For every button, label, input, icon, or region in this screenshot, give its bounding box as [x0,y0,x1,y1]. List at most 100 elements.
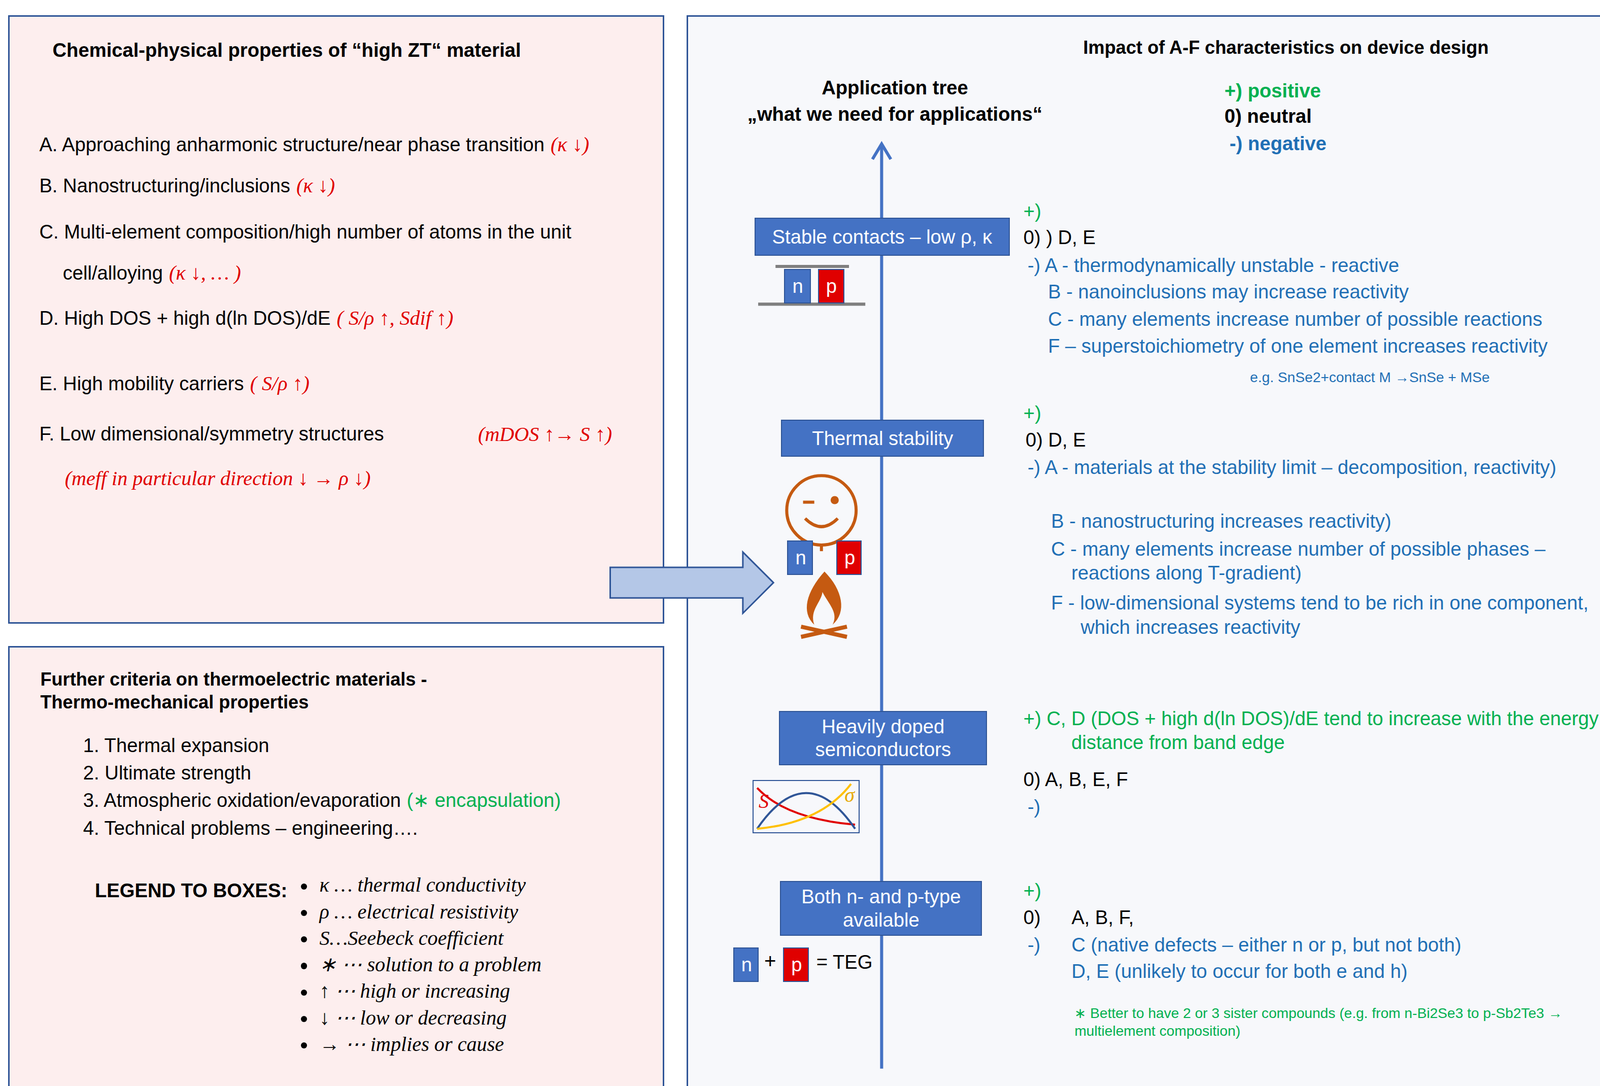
legend-row: ↑ ⋯ high or increasing [300,978,510,1004]
chart-icon: Sσ [752,779,860,834]
property-item: F. Low dimensional/symmetry structures [39,422,384,445]
legend-text: → ⋯ implies or cause [319,1032,504,1056]
annotation: +) [1023,400,1042,426]
annotation: 0) D, E [1025,427,1086,453]
annotation: +) positive [1224,78,1321,104]
property-item: A. Approaching anharmonic structure/near… [39,133,545,156]
text-row: 3. Atmospheric oxidation/evaporation(∗ e… [83,788,561,813]
tree-box: Heavily doped semiconductors [778,710,987,766]
box-label: n [792,275,803,298]
criteria-item: 2. Ultimate strength [83,761,252,784]
annotation: C - many elements increase number of pos… [1047,307,1543,332]
effect-note: ( S/ρ ↑) [250,371,310,395]
tree-box: Thermal stability [780,419,984,457]
text-row: D. High DOS + high d(ln DOS)/dE( S/ρ ↑, … [39,305,454,331]
pf-curve [757,793,856,829]
box-label: Heavily doped semiconductors [787,715,979,762]
legend-text: ∗ ⋯ solution to a problem [319,952,542,976]
legend-text: ↓ ⋯ low or decreasing [319,1006,507,1030]
text-row: Chemical-physical properties of “high ZT… [52,38,522,63]
tree-axis [879,145,883,1069]
annotation: „what we need for applications“ [741,101,1048,127]
tree-box: Both n- and p-type available [779,880,982,936]
legend-bullet [300,962,308,969]
tree-box: Stable contacts – low ρ, κ [754,217,1010,256]
legend-text: S…Seebeck coefficient [319,926,504,950]
legend-text: ρ … electrical resistivity [319,900,519,924]
text-row: A. Approaching anharmonic structure/near… [39,131,590,158]
tree-arrowhead [872,144,891,160]
annotation: e.g. SnSe2+contact M →SnSe + MSe [1249,368,1490,387]
text-row: E. High mobility carriers( S/ρ ↑) [39,370,310,397]
criteria-item: 1. Thermal expansion [83,734,270,757]
text-row: Further criteria on thermoelectric mater… [40,667,490,714]
box-label: p [826,275,837,298]
effect-note: (mDOS ↑→ S ↑) [478,422,612,446]
sigma-curve [757,784,851,829]
annotation: +) C, D (DOS + high d(ln DOS)/dE tend to… [1023,706,1600,756]
panel-title: Further criteria on thermoelectric mater… [40,668,427,713]
n-leg: n [784,268,811,304]
annotation: F - low-dimensional systems tend to be r… [1050,590,1600,640]
text-row: 4. Technical problems – engineering…. [83,815,418,841]
effect-note: (meff in particular direction ↓ → ρ ↓) [64,466,371,490]
annotation: -) A - materials at the stability limit … [1027,455,1600,480]
annotation: F – superstoichiometry of one element in… [1047,333,1548,359]
legend-text: ↑ ⋯ high or increasing [319,979,510,1003]
log [801,626,847,637]
effect-note: (κ ↓, … ) [168,261,242,285]
annotation: 0) A, B, E, F [1023,767,1129,792]
box-label: Thermal stability [811,426,953,451]
annotation: 0) neutral [1224,104,1312,129]
annotation: A, B, F, [1071,905,1134,930]
neck [820,545,824,552]
effect-note: ( S/ρ ↑, Sdif ↑) [336,306,454,330]
annotation: D, E (unlikely to occur for both e and h… [1071,959,1408,984]
box-label: p [791,953,801,976]
panel-title: Chemical-physical properties of “high ZT… [52,39,522,61]
contact-plate-top [775,264,849,268]
text-row: B. Nanostructuring/inclusions(κ ↓) [39,173,335,199]
legend-row: ρ … electrical resistivity [300,899,519,925]
annotation: +) [1023,198,1042,224]
effect-note: (κ ↓) [550,132,590,156]
legend-row: ↓ ⋯ low or decreasing [300,1005,507,1031]
annotation: C (native defects – either n or p, but n… [1071,932,1461,958]
legend-row: S…Seebeck coefficient [300,925,504,951]
smile [805,518,838,527]
box-label: n [741,953,751,976]
criteria-item: 4. Technical problems – engineering…. [83,816,418,839]
annotation: 0) [1023,905,1041,930]
annotation: ∗ Better to have 2 or 3 sister compounds… [1074,1004,1564,1040]
annotation: -) [1027,932,1041,958]
n-leg: n [733,947,759,982]
legend-bullet [300,909,308,916]
sigma-symbol: σ [844,783,855,807]
properties-panel: Chemical-physical properties of “high ZT… [8,15,665,624]
annotation: -) A - thermodynamically unstable - reac… [1027,253,1400,278]
legend-row: κ … thermal conductivity [300,872,526,898]
annotation: +) [1023,878,1042,903]
box-label: p [844,546,854,569]
contact-plate-bottom [758,302,866,306]
legend-bullet [300,1015,308,1023]
annotation: B - nanoinclusions may increase reactivi… [1047,279,1409,304]
annotation: -) [1027,794,1041,820]
legend-bullet [300,989,308,996]
p-leg: p [783,947,809,982]
p-leg: p [818,268,845,304]
text-row: (meff in particular direction ↓ → ρ ↓) [64,465,371,492]
face [786,475,857,546]
flame [806,571,842,625]
property-item: D. High DOS + high d(ln DOS)/dE [39,307,331,329]
text-row: C. Multi-element composition/high number… [39,211,665,294]
legend-bullet [300,936,308,943]
annotation: 0) ) D, E [1023,225,1096,250]
property-item: B. Nanostructuring/inclusions [39,174,291,197]
text-row: (mDOS ↑→ S ↑) [478,421,612,448]
annotation: + [764,948,776,975]
wink-eye [803,500,815,504]
legend-bullet [300,883,308,890]
text-row: F. Low dimensional/symmetry structures [39,421,384,447]
property-item: C. Multi-element composition/high number… [39,220,572,284]
